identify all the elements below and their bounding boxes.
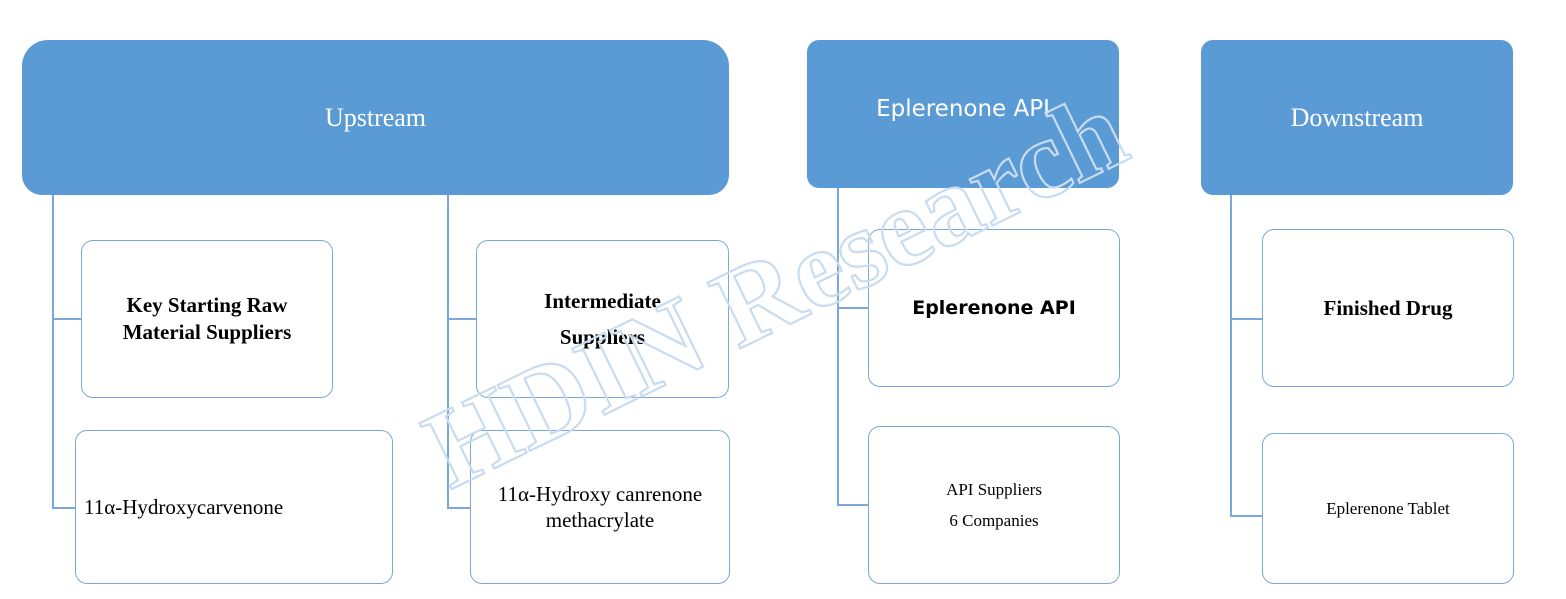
raw-material-detail-box: 11α-Hydroxycarvenone bbox=[75, 430, 393, 584]
finished-drug-title: Finished Drug bbox=[1323, 295, 1453, 320]
api-title-box: Eplerenone API bbox=[868, 229, 1120, 387]
intermediate-detail-line2: methacrylate bbox=[545, 508, 655, 532]
upstream-header-label: Upstream bbox=[324, 102, 427, 132]
connector-api-vertical bbox=[837, 188, 839, 506]
api-detail-line2: 6 Companies bbox=[949, 511, 1039, 530]
connector-api-title bbox=[837, 307, 869, 309]
connector-downstream-detail bbox=[1230, 515, 1262, 517]
raw-material-detail: 11α-Hydroxycarvenone bbox=[84, 495, 284, 519]
api-header-label: Eplerenone API bbox=[876, 96, 1050, 122]
connector-raw-material-title bbox=[52, 318, 82, 320]
connector-downstream-vertical bbox=[1230, 195, 1232, 517]
finished-drug-box: Finished Drug bbox=[1262, 229, 1514, 387]
intermediate-suppliers-box: Intermediate Suppliers bbox=[476, 240, 729, 398]
downstream-header-label: Downstream bbox=[1290, 102, 1424, 132]
connector-raw-material-vertical bbox=[52, 195, 54, 509]
connector-intermediate-title bbox=[447, 318, 477, 320]
connector-intermediate-vertical bbox=[447, 195, 449, 509]
connector-downstream-title bbox=[1230, 318, 1262, 320]
connector-raw-material-detail bbox=[52, 507, 76, 509]
connector-api-detail bbox=[837, 504, 869, 506]
finished-drug-detail: Eplerenone Tablet bbox=[1326, 499, 1450, 518]
intermediate-detail-line1: 11α-Hydroxy canrenone bbox=[497, 482, 703, 506]
connector-intermediate-detail bbox=[447, 507, 471, 509]
raw-material-title-line1: Key Starting Raw bbox=[126, 293, 288, 317]
intermediate-detail-box: 11α-Hydroxy canrenone methacrylate bbox=[470, 430, 730, 584]
api-detail-line1: API Suppliers bbox=[946, 480, 1042, 499]
downstream-header: Downstream bbox=[1201, 40, 1513, 195]
intermediate-title-line1: Intermediate bbox=[544, 289, 661, 313]
api-title: Eplerenone API bbox=[912, 297, 1076, 319]
finished-drug-detail-box: Eplerenone Tablet bbox=[1262, 433, 1514, 584]
api-detail-box: API Suppliers 6 Companies bbox=[868, 426, 1120, 584]
raw-material-title-line2: Material Suppliers bbox=[122, 320, 292, 344]
intermediate-title-line2: Suppliers bbox=[559, 325, 646, 349]
raw-material-suppliers-box: Key Starting Raw Material Suppliers bbox=[81, 240, 333, 398]
api-header: Eplerenone API bbox=[807, 40, 1119, 188]
upstream-header: Upstream bbox=[22, 40, 729, 195]
